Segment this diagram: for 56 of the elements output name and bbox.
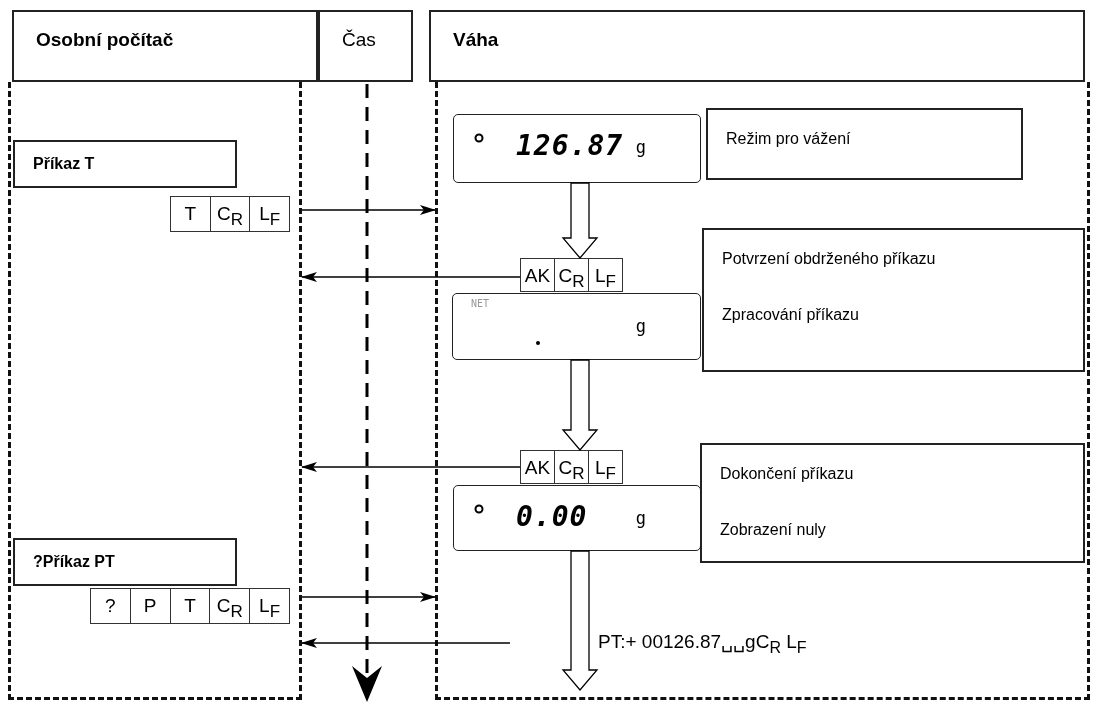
code-frame xyxy=(170,196,290,232)
code-cell-text: AK xyxy=(523,456,552,480)
code-cell-text: AK xyxy=(523,264,552,288)
code-frame xyxy=(520,450,623,484)
arrow xyxy=(301,205,436,215)
note-box xyxy=(702,228,1085,372)
code-cell: C$_{R}$ xyxy=(209,197,250,231)
unit-label: g xyxy=(635,316,646,336)
display-panel xyxy=(453,114,701,183)
note-text: Potvrzení obdrženého příkazu xyxy=(722,250,936,268)
display-value: 126.87 xyxy=(516,129,624,162)
block-arrow xyxy=(561,182,599,259)
note-box xyxy=(13,140,237,188)
block-arrow xyxy=(561,359,599,451)
code-cell-text: T xyxy=(183,202,198,226)
note-text: Zobrazení nuly xyxy=(720,521,826,539)
arrow xyxy=(301,462,521,472)
header-title: Osobní počítač xyxy=(36,29,174,51)
net-indicator: NET xyxy=(471,298,490,309)
header-box xyxy=(429,10,1085,82)
note-box xyxy=(706,108,1023,180)
display-panel xyxy=(452,293,701,360)
code-cell-text: ? xyxy=(104,594,117,618)
note-text: Režim pro vážení xyxy=(726,130,851,148)
note-box xyxy=(700,443,1085,563)
arrow xyxy=(301,638,511,648)
unit-label: g xyxy=(635,137,646,157)
header-box xyxy=(318,10,413,82)
header-title: Váha xyxy=(453,29,499,51)
note-text: Dokončení příkazu xyxy=(720,465,854,483)
header-box xyxy=(12,10,318,82)
code-cell: C$_{R}$ xyxy=(554,451,588,483)
code-cell: C$_{R}$ xyxy=(209,589,250,623)
code-frame xyxy=(90,588,290,624)
arrow xyxy=(301,592,436,602)
display-value: 0.00 xyxy=(516,500,588,533)
unit-label: g xyxy=(635,508,646,528)
code-cell: L$_{F}$ xyxy=(249,589,289,623)
arrow xyxy=(301,272,521,282)
note-box xyxy=(13,538,237,586)
display-panel xyxy=(453,485,701,551)
code-cell: T xyxy=(169,589,210,623)
header-title: Čas xyxy=(342,29,376,51)
note-text: Zpracování příkazu xyxy=(722,306,859,324)
code-cell: L$_{F}$ xyxy=(588,259,622,291)
lane-frame xyxy=(435,82,1090,700)
note-text: Příkaz T xyxy=(33,155,95,173)
lane-frame xyxy=(8,82,302,700)
note-text: ?Příkaz PT xyxy=(33,553,115,571)
code-cell: P xyxy=(129,589,170,623)
output-string: PT:+ 00126.87␣␣gC$_{R}$ L$_{F}$ xyxy=(598,630,828,658)
code-cell: L$_{F}$ xyxy=(588,451,622,483)
code-cell: L$_{F}$ xyxy=(249,197,289,231)
code-cell: C$_{R}$ xyxy=(554,259,588,291)
block-arrow xyxy=(561,550,599,691)
code-frame xyxy=(520,258,623,292)
